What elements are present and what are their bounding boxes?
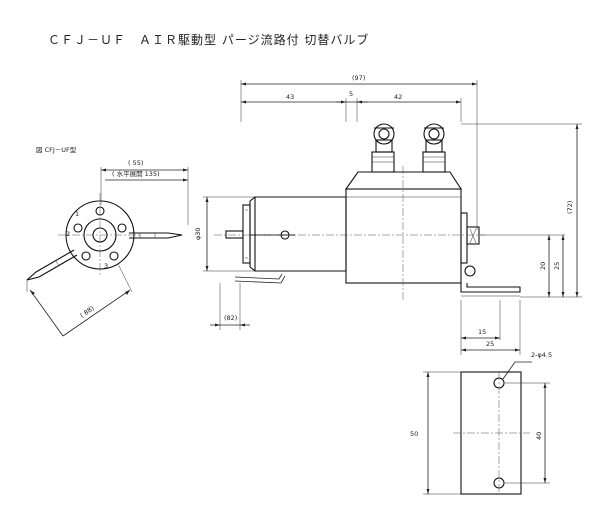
drawing-title: ＣＦＪ－ＵＦ ＡＩＲ駆動型 パージ流路付 切替バルブ bbox=[48, 33, 370, 47]
dim-55-label: ( 55) bbox=[128, 159, 143, 167]
holes-label: 2-φ4.5 bbox=[531, 351, 552, 359]
svg-text:3: 3 bbox=[104, 262, 108, 270]
end-view: 図 CFJ－UF型 ( 55) ( 水平展開 135) 1 2 3 bbox=[26, 145, 189, 337]
dim-72-label: (72) bbox=[566, 201, 574, 214]
dim-43-label: 43 bbox=[286, 93, 294, 101]
dim-phi30-label: φ30 bbox=[194, 227, 202, 240]
fitting-right bbox=[423, 123, 445, 145]
side-view: (97) 43 5 42 bbox=[194, 74, 582, 355]
dim-88-label: ( 88) bbox=[79, 304, 96, 319]
dim-97-label: (97) bbox=[352, 74, 365, 82]
dim-20-label: 20 bbox=[539, 262, 547, 270]
svg-text:2: 2 bbox=[66, 230, 70, 238]
dim-25-horizontal-label: 25 bbox=[486, 340, 494, 348]
dim-15-label: 15 bbox=[478, 328, 486, 336]
svg-text:1: 1 bbox=[75, 210, 79, 218]
plate-view: 2-φ4.5 50 40 bbox=[410, 351, 552, 495]
valve-block bbox=[345, 188, 462, 284]
dim-40-label: 40 bbox=[535, 432, 543, 440]
fitting-left bbox=[373, 123, 395, 145]
dim-82-label: (82) bbox=[224, 314, 237, 322]
dim-horizontal-label: ( 水平展開 135) bbox=[112, 169, 160, 178]
dim-5-label: 5 bbox=[349, 90, 353, 98]
dim-42-label: 42 bbox=[394, 93, 402, 101]
actuator-cylinder bbox=[254, 196, 347, 272]
dim-50-label: 50 bbox=[410, 430, 418, 438]
end-view-caption: 図 CFJ－UF型 bbox=[36, 145, 77, 154]
dim-25-vertical-label: 25 bbox=[553, 262, 561, 270]
